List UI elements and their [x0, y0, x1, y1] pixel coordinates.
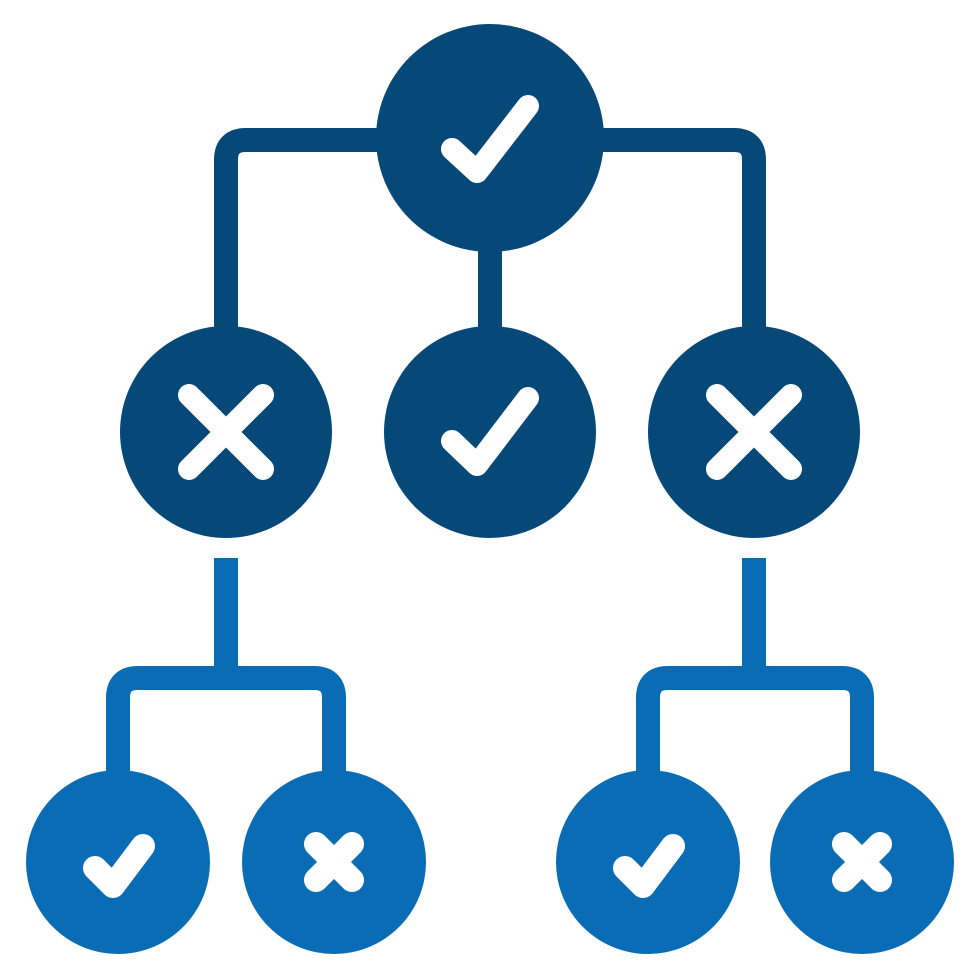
connectors — [106, 128, 874, 778]
leaf-node-4 — [770, 770, 954, 954]
cross-icon — [706, 384, 802, 480]
connector-mid-left-leaves — [106, 558, 346, 778]
root-node — [376, 24, 604, 252]
cross-icon — [832, 832, 892, 892]
leaf-node-3 — [556, 770, 740, 954]
check-icon — [613, 834, 685, 898]
mid-right-node — [648, 326, 860, 538]
leaf-node-2 — [242, 770, 426, 954]
connector-mid-right-leaves — [636, 558, 874, 778]
leaf-node-1 — [26, 770, 210, 954]
check-icon — [83, 834, 155, 898]
connector-root-mid-right — [600, 128, 766, 328]
cross-icon — [304, 832, 364, 892]
connector-root-mid-left — [214, 128, 380, 328]
cross-icon — [178, 384, 274, 480]
mid-center-node — [384, 326, 596, 538]
check-icon — [441, 95, 539, 183]
check-icon — [441, 387, 539, 476]
mid-left-node — [120, 326, 332, 538]
